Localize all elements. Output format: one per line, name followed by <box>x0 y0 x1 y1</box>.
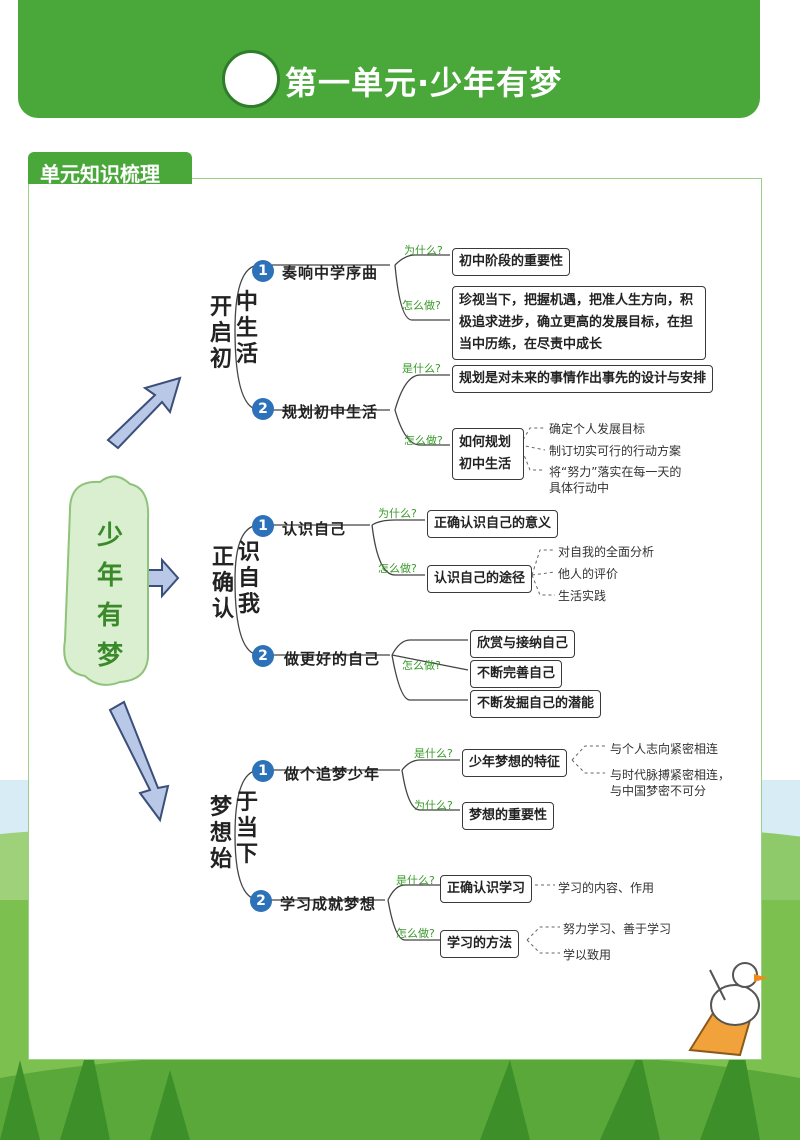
list-item: 学以致用 <box>563 948 612 962</box>
answer-box: 初中阶段的重要性 <box>452 248 571 276</box>
list-item: 确定个人发展目标 <box>549 422 646 436</box>
list-item: 与中国梦密不可分 <box>610 784 707 798</box>
topic-title: 做更好的自己 <box>284 650 381 668</box>
answer-box: 正确认识自己的意义 <box>427 510 559 538</box>
topic-title: 奏响中学序曲 <box>282 264 379 282</box>
list-item: 他人的评价 <box>558 567 619 581</box>
topic-number-badge: 1 <box>252 515 274 537</box>
list-item: 努力学习、善于学习 <box>563 922 672 936</box>
topic-number-badge: 2 <box>250 890 272 912</box>
topic-number-badge: 1 <box>252 760 274 782</box>
question-label: 怎么做? <box>378 562 417 575</box>
list-item: 与个人志向紧密相连 <box>610 742 719 756</box>
topic-number-badge: 2 <box>252 645 274 667</box>
answer-box: 欣赏与接纳自己 <box>470 630 576 658</box>
topic-title: 做个追梦少年 <box>284 765 381 783</box>
topic-number-badge: 1 <box>252 260 274 282</box>
mascot-badge-icon <box>222 50 280 108</box>
lesson2-title-char: 自 <box>237 566 260 591</box>
topic-title: 学习成就梦想 <box>280 895 377 913</box>
question-label: 是什么? <box>396 874 435 887</box>
list-item: 制订切实可行的行动方案 <box>549 444 682 458</box>
lesson1-title-char: 生 <box>235 316 258 341</box>
answer-box: 正确认识学习 <box>440 875 533 903</box>
list-item: 将“努力”落实在每一天的 <box>549 465 682 479</box>
answer-box: 梦想的重要性 <box>462 802 555 830</box>
question-label: 怎么做? <box>404 434 443 447</box>
unit-title: 第一单元·少年有梦 <box>285 64 563 102</box>
answer-box: 少年梦想的特征 <box>462 749 568 777</box>
lesson2-title-char: 认 <box>211 597 234 622</box>
list-item: 生活实践 <box>558 589 607 603</box>
list-item: 对自我的全面分析 <box>558 545 655 559</box>
question-label: 为什么? <box>404 244 443 257</box>
lesson2-title-char: 识 <box>237 540 260 565</box>
question-label: 为什么? <box>378 507 417 520</box>
lesson2-title-char: 我 <box>237 592 260 617</box>
answer-box: 不断发掘自己的潜能 <box>470 690 602 718</box>
lesson1-title-char: 开 <box>209 295 232 320</box>
list-item: 具体行动中 <box>549 481 610 495</box>
answer-box: 如何规划初中生活 <box>452 428 524 480</box>
lesson3-title-char: 于 <box>235 790 258 815</box>
list-item: 学习的内容、作用 <box>558 881 655 895</box>
answer-box: 规划是对未来的事情作出事先的设计与安排 <box>452 365 714 393</box>
list-item: 与时代脉搏紧密相连， <box>610 768 731 782</box>
lesson3-title-char: 想 <box>209 821 232 846</box>
question-label: 是什么? <box>414 747 453 760</box>
question-label: 怎么做? <box>402 299 441 312</box>
topic-number-badge: 2 <box>252 398 274 420</box>
lesson3-title-char: 下 <box>235 842 258 867</box>
root-char: 梦 <box>96 641 123 671</box>
lesson3-title-char: 当 <box>235 816 258 841</box>
answer-box: 不断完善自己 <box>470 660 563 688</box>
root-char: 有 <box>96 601 123 631</box>
answer-box: 珍视当下，把握机遇，把准人生方向，积极追求进步，确立更高的发展目标，在担当中历练… <box>452 286 706 360</box>
question-label: 是什么? <box>402 362 441 375</box>
answer-box: 学习的方法 <box>440 930 520 958</box>
question-label: 怎么做? <box>402 659 441 672</box>
section-tab <box>28 152 192 184</box>
lesson2-title-char: 正 <box>211 545 234 570</box>
question-label: 怎么做? <box>396 927 435 940</box>
lesson1-title-char: 初 <box>209 347 232 372</box>
unit-header <box>18 0 760 118</box>
lesson1-title-char: 启 <box>209 321 232 346</box>
root-char: 年 <box>96 561 123 591</box>
topic-title: 认识自己 <box>282 520 347 538</box>
lesson1-title-char: 中 <box>235 290 258 315</box>
root-char: 少 <box>96 521 123 551</box>
lesson3-title-char: 始 <box>209 847 232 872</box>
duck-mascot-icon <box>688 962 768 1057</box>
question-label: 为什么? <box>414 799 453 812</box>
topic-title: 规划初中生活 <box>282 403 379 421</box>
lesson3-title-char: 梦 <box>209 795 232 820</box>
lesson1-title-char: 活 <box>235 342 258 367</box>
answer-box: 认识自己的途径 <box>427 565 533 593</box>
section-tab-label: 单元知识梳理 <box>40 162 160 186</box>
lesson2-title-char: 确 <box>211 571 234 596</box>
